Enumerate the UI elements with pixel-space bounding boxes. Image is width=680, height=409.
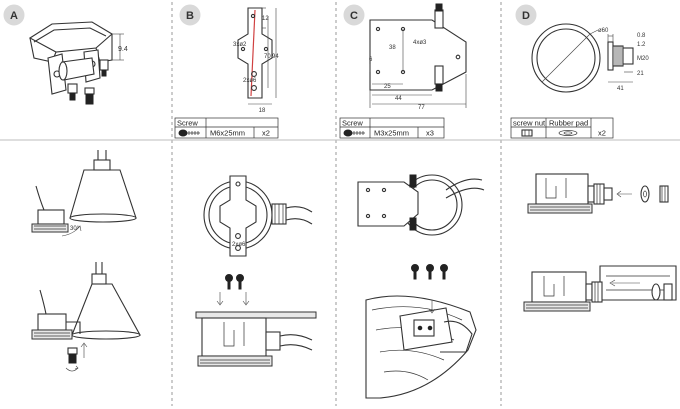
panel-a-dim-label: 9.4 [118,46,128,53]
svg-text:C: C [350,10,358,22]
panel-c-dim-6: 6 [369,57,373,63]
panel-b-plate-drawing [237,7,277,105]
panel-b-dim-12: 12 [262,16,269,22]
bottom-b-step1 [203,175,313,257]
panel-d-dim-21: 21 [637,71,644,77]
panel-b-hole-2: 2xø6 [243,78,257,84]
panel-c-table-spec: M3x25mm [374,129,409,138]
panel-d-thread: M20 [637,56,649,62]
panel-a-bracket-drawing [28,21,124,105]
panel-c-table-qty: x3 [426,129,434,138]
panel-c-table-header: Screw [342,119,363,128]
bottom-b-step2 [195,311,317,367]
panel-b-hole-1: 3xø2 [233,42,247,48]
svg-text:B: B [186,10,194,22]
bottom-a-step2 [31,262,141,372]
panel-d-table-qty: x2 [598,129,606,138]
bottom-b-part-label: 2xø6 [232,242,246,248]
bottom-d-step1 [527,173,669,214]
panel-c-plate-drawing [369,3,467,108]
panel-b-screw-table [174,117,279,139]
bottom-a-angle: 30° [70,226,80,232]
panel-c-dim-77: 77 [418,105,425,111]
badge-d: D [515,4,537,26]
svg-text:D: D [522,10,530,22]
panel-d-ring-drawing [531,23,634,93]
panel-b-dim-94: 94 [272,54,279,60]
panel-b-table-qty: x2 [262,129,270,138]
panel-b-table-header: Screw [177,119,198,128]
svg-text:A: A [10,10,18,22]
panel-b-dim-70: 70 [264,54,271,60]
panel-d-diameter: ø60 [598,28,609,34]
panel-d-dim-41: 41 [617,86,624,92]
panel-d-parts-table [510,117,614,139]
panel-c-hole: 4xø3 [413,40,427,46]
bottom-c-step2 [365,295,477,399]
bottom-a-step1 [31,150,137,237]
panel-c-screw-table [339,117,445,139]
bottom-d-step2 [523,265,677,312]
panel-d-dim-08: 0.8 [637,33,646,39]
panel-d-table-col1: screw nut [513,119,546,128]
panel-c-dim-38: 38 [389,45,396,51]
badge-b: B [179,4,201,26]
bottom-c-screws [411,264,448,280]
panel-c-dim-44: 44 [395,96,402,102]
panel-d-dim-12: 1.2 [637,42,646,48]
panel-b-dim-18: 18 [259,108,266,114]
bottom-b-screws [216,274,250,306]
badge-c: C [343,4,365,26]
panel-b-table-spec: M6x25mm [210,129,245,138]
panel-c-dim-25: 25 [384,84,391,90]
badge-a: A [3,4,25,26]
bottom-c-step1 [357,174,485,236]
panel-d-table-col2: Rubber pad [549,119,588,128]
